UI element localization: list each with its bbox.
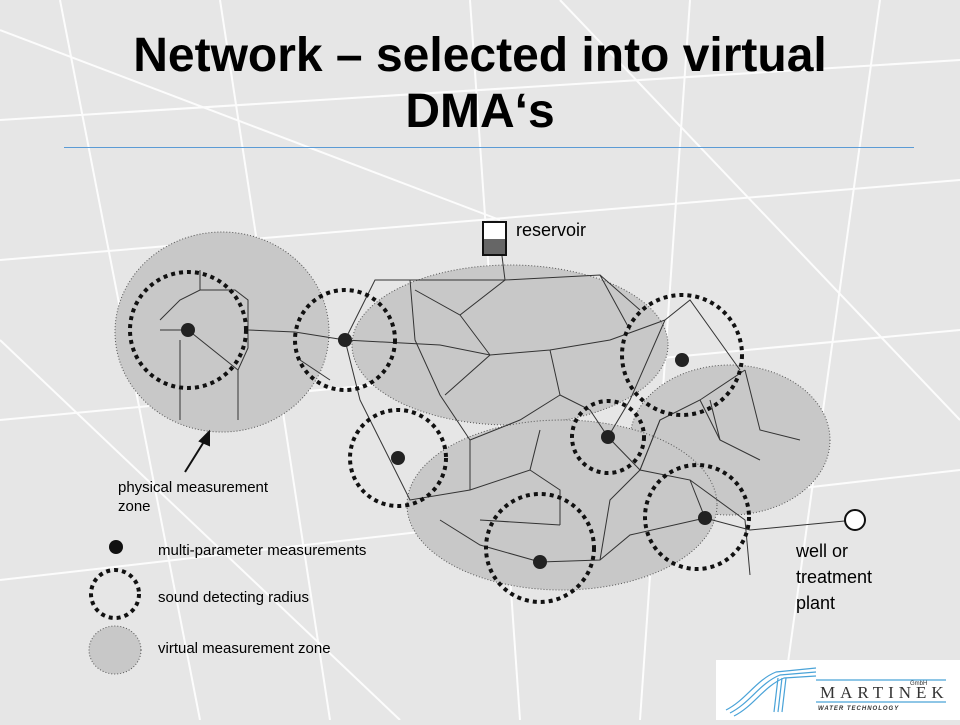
logo-name: MARTINEK: [820, 683, 949, 702]
logo-suffix: GmbH: [910, 681, 928, 687]
title-underline: [64, 147, 914, 148]
physical-zone-line-1: physical measurement: [118, 479, 269, 496]
physical-zone-label: physical measurement zone: [118, 478, 268, 516]
reservoir-icon: [482, 221, 507, 256]
zone-bottom: [406, 419, 718, 591]
company-logo: [716, 660, 960, 720]
legend-label-virtual-zone: virtual measurement zone: [158, 640, 331, 657]
legend-label-sound-radius: sound detecting radius: [158, 589, 309, 606]
reservoir-label: reservoir: [516, 220, 587, 240]
physical-zone-line-2: zone: [118, 498, 151, 515]
logo-tagline: WATER TECHNOLOGY: [818, 706, 900, 712]
legend-label-measurements: multi-parameter measurements: [158, 542, 367, 559]
well-label-line-1: well or: [796, 541, 849, 561]
page-title: Network – selected into virtual DMA‘s: [0, 28, 960, 140]
well-label-line-2: treatment: [796, 567, 873, 587]
sound-radii: [128, 270, 751, 604]
legend-radius-icon: [89, 568, 141, 620]
measurement-points: [181, 323, 712, 569]
zone-top: [351, 264, 669, 426]
well-label: well or treatment plant: [796, 538, 872, 616]
legend-zone-icon: [88, 625, 142, 675]
zone-left: [114, 231, 330, 433]
arrow-icon: [184, 429, 210, 473]
title-line-1: Network – selected into virtual: [133, 29, 827, 82]
well-label-line-3: plant: [796, 593, 836, 613]
logo-wave-icon: [725, 667, 946, 717]
well-icon: [844, 509, 866, 531]
title-line-2: DMA‘s: [405, 85, 555, 138]
legend-dot-icon: [109, 540, 123, 554]
pipe-network: [159, 239, 856, 576]
